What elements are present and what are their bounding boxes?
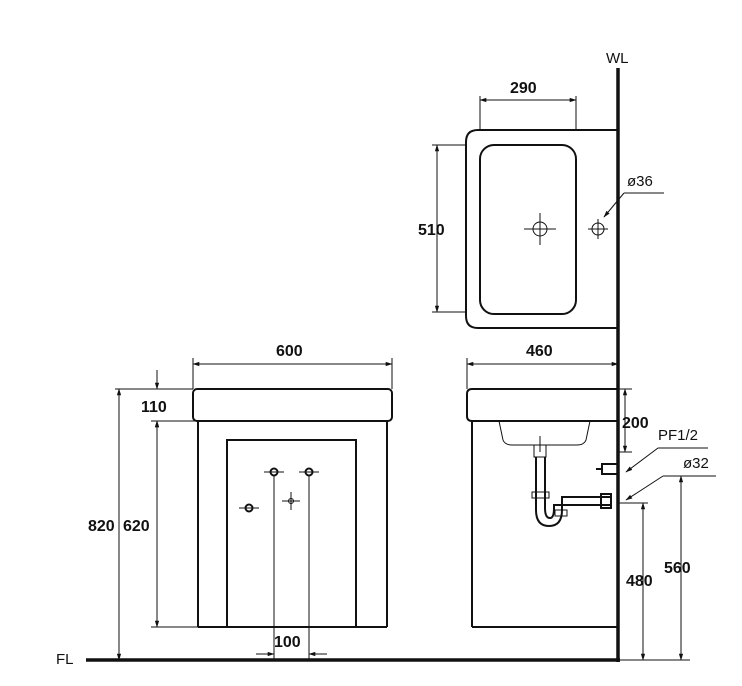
top-view xyxy=(432,96,664,329)
drain-thread-label: PF1/2 xyxy=(658,427,698,444)
side-drain-height-dim: 480 xyxy=(626,573,653,590)
wall-floor xyxy=(86,68,620,662)
top-depth-dim: 510 xyxy=(418,222,445,239)
side-view xyxy=(466,358,716,661)
front-height-dim: 820 xyxy=(88,518,115,535)
side-pipe-dia-dim: ø32 xyxy=(683,455,709,472)
side-depth-dim: 460 xyxy=(526,343,553,360)
front-view xyxy=(115,358,393,661)
side-supply-height-dim: 560 xyxy=(664,560,691,577)
top-hole-dim: ø36 xyxy=(627,173,653,190)
front-width-dim: 600 xyxy=(276,343,303,360)
front-mid-dim: 620 xyxy=(123,518,150,535)
side-drain-offset-dim: 200 xyxy=(622,415,649,432)
floor-label: FL xyxy=(56,651,74,668)
front-top-dim: 110 xyxy=(141,399,167,416)
top-width-dim: 290 xyxy=(510,80,537,97)
wall-label: WL xyxy=(606,50,629,67)
front-spacing-dim: 100 xyxy=(274,634,301,651)
